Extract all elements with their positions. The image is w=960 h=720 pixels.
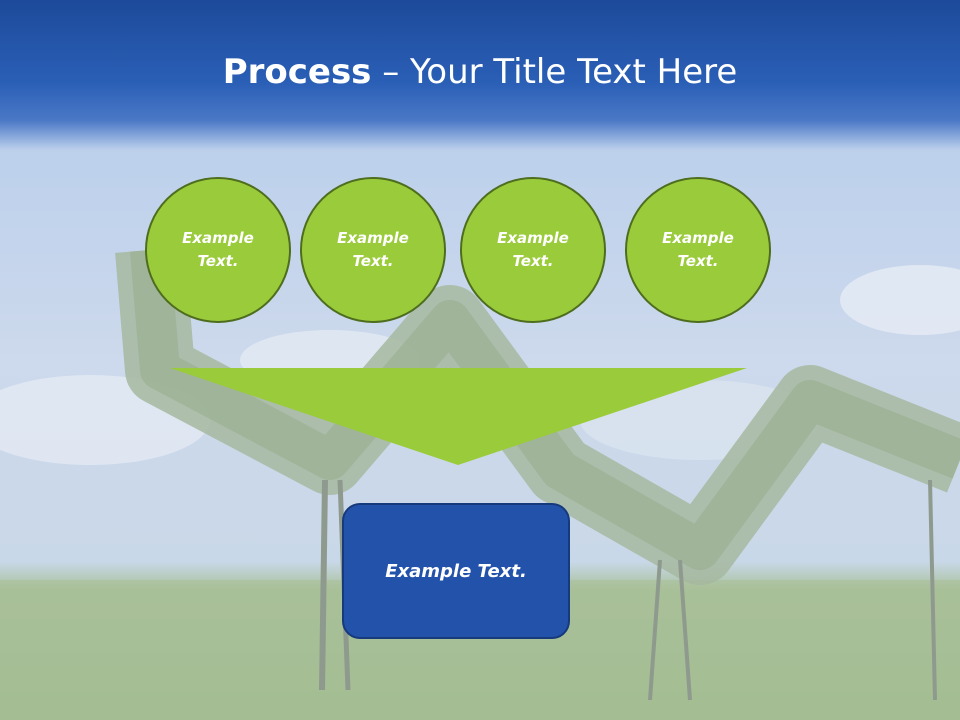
title-rest: – Your Title Text Here — [371, 52, 738, 92]
title-bold: Process — [222, 52, 372, 92]
step-label-2: Example Text. — [337, 229, 409, 270]
step-label-4: Example Text. — [662, 229, 734, 270]
step-label-1: Example Text. — [182, 229, 254, 270]
step-circle-4[interactable]: Example Text. — [625, 177, 771, 323]
step-circle-1[interactable]: Example Text. — [145, 177, 291, 323]
slide-title: Process – Your Title Text Here — [0, 52, 960, 92]
result-label: Example Text. — [385, 560, 527, 582]
step-circle-3[interactable]: Example Text. — [460, 177, 606, 323]
result-box[interactable]: Example Text. — [342, 503, 570, 639]
funnel-triangle — [170, 368, 747, 465]
step-circle-2[interactable]: Example Text. — [300, 177, 446, 323]
step-label-3: Example Text. — [497, 229, 569, 270]
title-bar — [0, 0, 960, 150]
